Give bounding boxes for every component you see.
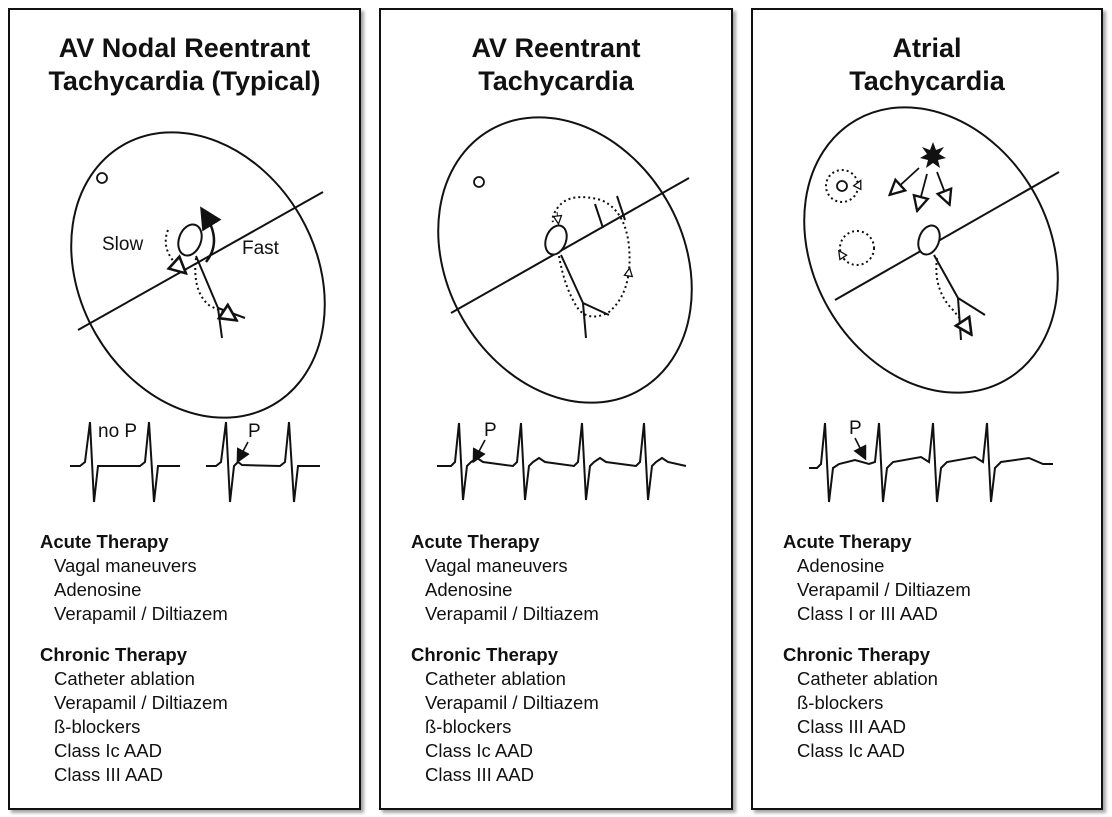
panel-atrial-tachycardia: Atrial Tachycardia P Acut	[751, 8, 1103, 810]
focus-arrow	[937, 172, 947, 198]
chronic-item: Class III AAD	[40, 763, 228, 787]
acute-item: Class I or III AAD	[783, 602, 971, 626]
p-wave-pointer	[240, 442, 248, 457]
acute-heading: Acute Therapy	[411, 530, 599, 554]
p-wave-pointer	[855, 438, 863, 454]
chronic-item: ß-blockers	[40, 715, 228, 739]
ecg-strip-2	[206, 422, 320, 502]
p-label: P	[484, 420, 497, 441]
av-node	[174, 221, 206, 259]
p-label: P	[248, 421, 261, 442]
chronic-item: Catheter ablation	[40, 667, 228, 691]
panel-avrt: AV Reentrant Tachycardia P Acute Therapy…	[379, 8, 733, 810]
heart-outline	[21, 86, 375, 464]
his-bundle	[934, 255, 985, 340]
chronic-item: Class Ic AAD	[411, 739, 599, 763]
chronic-heading: Chronic Therapy	[411, 643, 599, 667]
atrial-tachycardia-diagram: P	[753, 10, 1105, 510]
panel-avnrt: AV Nodal Reentrant Tachycardia (Typical)…	[8, 8, 361, 810]
p-wave-pointer	[476, 440, 485, 457]
chronic-item: ß-blockers	[411, 715, 599, 739]
acute-heading: Acute Therapy	[783, 530, 971, 554]
focus-arrow	[919, 174, 927, 204]
focus-arrow	[895, 168, 919, 190]
acute-item: Adenosine	[411, 578, 599, 602]
reentry-loop	[553, 197, 630, 316]
chronic-item: Class III AAD	[411, 763, 599, 787]
acute-item: Vagal maneuvers	[411, 554, 599, 578]
ecg-strip	[809, 423, 1053, 502]
chronic-item: Verapamil / Diltiazem	[40, 691, 228, 715]
avnrt-diagram: Slow Fast no P P	[10, 10, 363, 510]
micro-reentry-focus	[837, 181, 847, 191]
loop-arrow-down	[557, 212, 558, 220]
acute-item: Verapamil / Diltiazem	[783, 578, 971, 602]
micro-reentry-upper	[826, 170, 858, 202]
therapy-section: Acute Therapy Vagal maneuvers Adenosine …	[40, 530, 228, 787]
acute-heading: Acute Therapy	[40, 530, 228, 554]
heart-outline	[388, 71, 742, 449]
ectopic-focus-icon	[920, 142, 946, 168]
av-plane-line	[78, 192, 323, 330]
his-bundle	[196, 256, 245, 338]
av-plane-line	[835, 172, 1059, 300]
av-plane-line	[451, 178, 689, 313]
ecg-strip	[437, 423, 686, 500]
therapy-section: Acute Therapy Adenosine Verapamil / Dilt…	[783, 530, 971, 763]
therapy-section: Acute Therapy Vagal maneuvers Adenosine …	[411, 530, 599, 787]
av-node	[541, 222, 570, 257]
acute-item: Verapamil / Diltiazem	[411, 602, 599, 626]
chronic-heading: Chronic Therapy	[783, 643, 971, 667]
p-label: P	[849, 418, 862, 439]
acute-item: Vagal maneuvers	[40, 554, 228, 578]
fast-label: Fast	[242, 238, 280, 259]
chronic-item: ß-blockers	[783, 691, 971, 715]
chronic-item: Class Ic AAD	[40, 739, 228, 763]
chronic-item: Class III AAD	[783, 715, 971, 739]
sinus-node	[474, 177, 484, 187]
slow-label: Slow	[102, 234, 143, 255]
his-bundle	[561, 255, 609, 338]
chronic-item: Catheter ablation	[411, 667, 599, 691]
sinus-node	[97, 173, 107, 183]
no-p-label: no P	[98, 421, 137, 442]
chronic-item: Catheter ablation	[783, 667, 971, 691]
chronic-item: Verapamil / Diltiazem	[411, 691, 599, 715]
chronic-heading: Chronic Therapy	[40, 643, 228, 667]
acute-item: Adenosine	[40, 578, 228, 602]
avrt-diagram: P	[381, 10, 735, 510]
acute-item: Adenosine	[783, 554, 971, 578]
chronic-item: Class Ic AAD	[783, 739, 971, 763]
acute-item: Verapamil / Diltiazem	[40, 602, 228, 626]
slow-pathway	[166, 230, 180, 268]
